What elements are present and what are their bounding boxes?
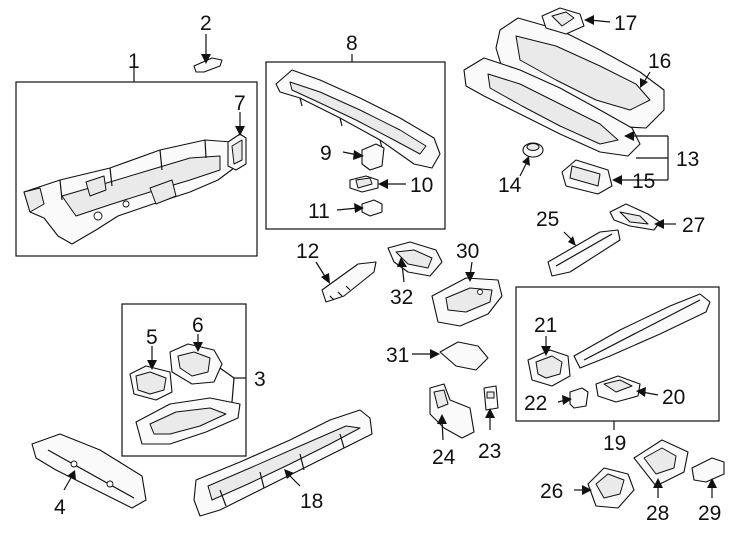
- callout-10: 10: [410, 174, 433, 197]
- part-24-pillar: [429, 383, 475, 439]
- callout-18: 18: [300, 490, 323, 513]
- part-5-bracket: [129, 365, 173, 401]
- part-18-rail: [193, 409, 373, 517]
- part-13-rear-floor: [463, 57, 641, 157]
- group-box-8: [265, 61, 446, 230]
- callout-22: 22: [524, 392, 547, 415]
- callout-32: 32: [390, 286, 413, 309]
- callout-28: 28: [646, 502, 669, 525]
- callout-7: 7: [234, 92, 246, 115]
- part-26-bracket: [587, 467, 635, 509]
- group-box-19: [515, 286, 720, 422]
- callout-13: 13: [676, 148, 699, 171]
- part-4-bracket: [31, 433, 147, 509]
- part-22-clip: [569, 387, 589, 409]
- part-21-bracket: [527, 349, 571, 387]
- leader-lines: [63, 15, 717, 498]
- part-25-rail: [547, 229, 621, 277]
- part-29-clip: [691, 457, 725, 483]
- part-23-clip: [483, 385, 499, 411]
- group-box-1: [15, 81, 258, 257]
- part-3-floor-pan: [135, 397, 241, 445]
- callout-25: 25: [536, 208, 559, 231]
- part-10-bracket: [349, 175, 379, 193]
- callout-14: 14: [498, 174, 522, 197]
- callout-16: 16: [648, 50, 671, 73]
- callout-2: 2: [200, 12, 212, 35]
- callout-1: 1: [128, 50, 140, 73]
- callout-21: 21: [534, 314, 557, 337]
- part-30-bracket: [431, 277, 503, 327]
- callout-19: 19: [603, 432, 626, 455]
- part-11-bracket: [361, 199, 383, 217]
- part-7-bracket: [227, 133, 247, 171]
- callout-24: 24: [432, 446, 456, 469]
- part-20-bracket: [595, 375, 641, 403]
- part-6-bracket: [169, 343, 223, 385]
- callout-31: 31: [386, 344, 409, 367]
- part-2-clip: [193, 57, 223, 73]
- callout-5: 5: [146, 326, 158, 349]
- part-8-crossmember: [275, 69, 441, 169]
- callout-17: 17: [614, 12, 637, 35]
- part-19-sill: [573, 293, 711, 369]
- callout-12: 12: [296, 240, 319, 263]
- part-14-plug: [522, 142, 544, 158]
- callout-11: 11: [308, 200, 330, 223]
- group-box-3: [121, 303, 247, 457]
- callout-20: 20: [662, 386, 685, 409]
- callout-15: 15: [632, 170, 655, 193]
- callout-29: 29: [698, 502, 721, 525]
- part-9-bracket: [361, 143, 385, 171]
- part-27-bracket: [609, 203, 661, 231]
- part-12-bracket: [321, 261, 377, 303]
- callout-23: 23: [478, 440, 501, 463]
- part-28-pad: [633, 439, 689, 487]
- callout-30: 30: [456, 240, 479, 263]
- callout-26: 26: [540, 480, 563, 503]
- callout-4: 4: [54, 496, 66, 519]
- callout-6: 6: [192, 314, 204, 337]
- part-17-bracket: [541, 7, 585, 35]
- callout-9: 9: [320, 142, 332, 165]
- part-15-bracket: [561, 159, 613, 195]
- part-1-floor-panel: [23, 139, 235, 245]
- part-31-bracket: [439, 341, 489, 371]
- callout-labels: 1 2 7 8 9 10 11 17 16 13 14 15 25 27 12 …: [54, 12, 721, 525]
- callout-8: 8: [346, 32, 358, 55]
- part-32-bracket: [387, 241, 443, 277]
- callout-3: 3: [254, 368, 266, 391]
- callout-27: 27: [682, 214, 705, 237]
